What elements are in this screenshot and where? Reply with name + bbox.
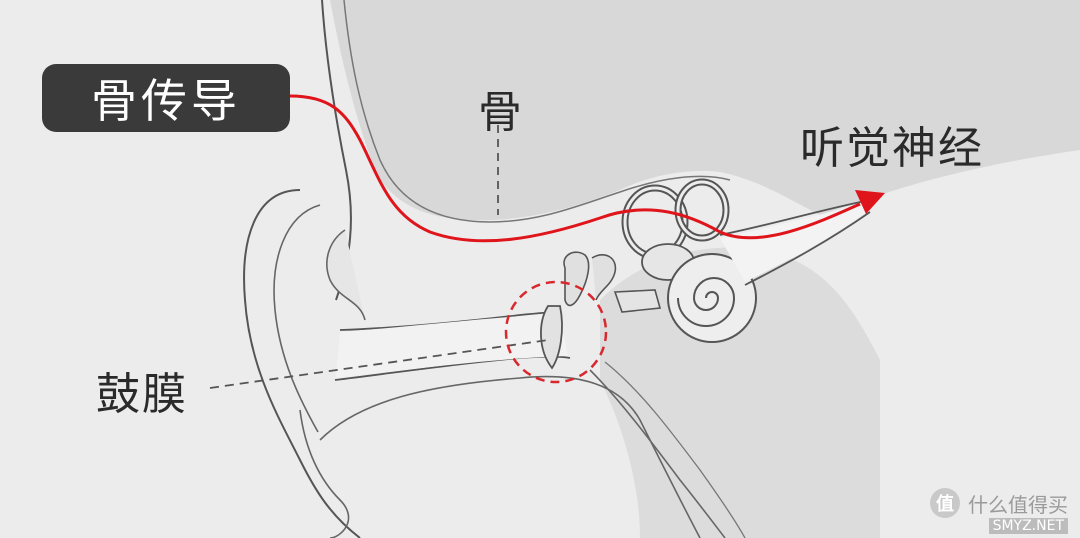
watermark: 值 什么值得买 — [930, 488, 1068, 518]
ear-canal-fill — [336, 314, 568, 378]
watermark-site: SMYZ.NET — [989, 518, 1068, 534]
ossicle-malleus — [564, 252, 589, 305]
eardrum-membrane — [541, 306, 562, 368]
bone-label: 骨 — [478, 76, 522, 140]
auditory-nerve-label: 听觉神经 — [800, 112, 984, 176]
concha-shape — [327, 230, 365, 320]
watermark-badge: 值 — [930, 488, 960, 518]
bone-conduction-label-text: 骨传导 — [91, 65, 241, 131]
skull-bone-shape — [330, 0, 1080, 220]
outer-ear-inner-fold — [274, 205, 320, 432]
bone-conduction-label: 骨传导 — [42, 64, 290, 132]
watermark-text: 什么值得买 — [968, 489, 1068, 518]
eardrum-label: 鼓膜 — [96, 358, 188, 422]
ossicle-stapes — [615, 290, 660, 312]
